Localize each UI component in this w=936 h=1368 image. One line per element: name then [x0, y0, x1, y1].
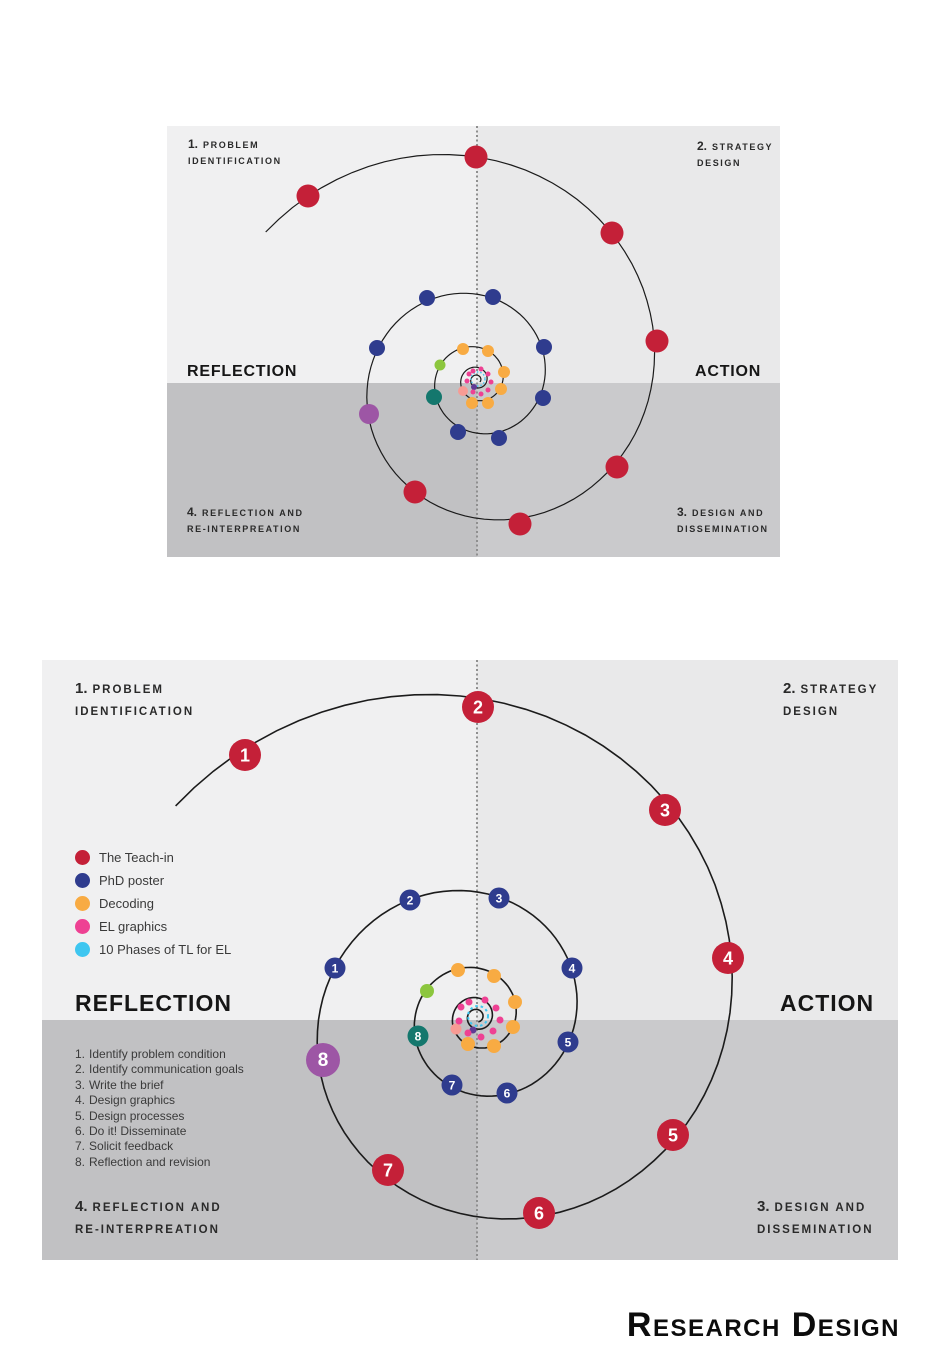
step-number: 8. — [75, 1154, 86, 1169]
step-item: 4.Design graphics — [75, 1093, 244, 1108]
quadrant-text: DESIGN — [783, 706, 840, 718]
legend-dot-red — [75, 850, 90, 865]
legend-item: 10 Phases of TL for EL — [75, 942, 231, 957]
legend-item: The Teach-in — [75, 850, 231, 865]
quadrant-text: REFLECTION AND — [92, 1202, 222, 1214]
spiral-diagram-small: 1. PROBLEM IDENTIFICATION 2. STRATEGY DESI… — [167, 126, 780, 557]
step-item: 1.Identify problem condition — [75, 1047, 244, 1062]
label-reflection-reinterpretation: 4. REFLECTION AND RE-INTERPREATION — [75, 1196, 222, 1241]
label-strategy-design: 2. STRATEGY DESIGN — [697, 138, 773, 171]
step-item: 5.Design processes — [75, 1109, 244, 1124]
axis-label-reflection: REFLECTION — [187, 363, 298, 380]
quadrant-text: DESIGN AND — [774, 1202, 867, 1214]
axis-label-action: ACTION — [695, 363, 762, 380]
quadrant-text: RE-INTERPREATION — [75, 1224, 220, 1236]
label-design-dissemination: 3. DESIGN AND DISSEMINATION — [757, 1196, 874, 1241]
quadrant-text: DISSEMINATION — [677, 524, 769, 534]
quadrant-text: REFLECTION AND — [202, 508, 304, 518]
quadrant-text: DESIGN — [697, 158, 742, 168]
legend-item: Decoding — [75, 896, 231, 911]
legend-label: Decoding — [99, 896, 154, 911]
step-text: Design graphics — [89, 1093, 176, 1108]
dashed-center-line — [476, 126, 478, 557]
step-item: 7.Solicit feedback — [75, 1139, 244, 1154]
quadrant-number: 4. — [75, 1198, 88, 1215]
step-number: 1. — [75, 1047, 86, 1061]
legend-dot-blue — [75, 873, 90, 888]
quadrant-text: IDENTIFICATION — [188, 156, 282, 166]
quadrant-number: 2. — [783, 680, 796, 697]
quadrant-text: IDENTIFICATION — [75, 706, 195, 718]
step-number: 4. — [75, 1093, 86, 1108]
legend-dot-pink — [75, 919, 90, 934]
quadrant-number: 2. — [697, 139, 708, 153]
label-strategy-design: 2. STRATEGY DESIGN — [783, 678, 878, 723]
axis-label-action: ACTION — [780, 990, 875, 1016]
step-number: 7. — [75, 1139, 86, 1154]
label-problem-identification: 1. PROBLEM IDENTIFICATION — [75, 678, 194, 723]
quadrant-number: 1. — [75, 680, 88, 697]
legend-dot-cyan — [75, 942, 90, 957]
quadrant-text: PROBLEM — [92, 684, 165, 696]
quadrant-text: STRATEGY — [712, 142, 774, 152]
quadrant-text: DESIGN AND — [692, 508, 765, 518]
quadrant-number: 3. — [757, 1198, 770, 1215]
step-text: Identify communication goals — [89, 1062, 244, 1077]
step-item: 6.Do it! Disseminate — [75, 1124, 244, 1139]
legend-label: The Teach-in — [99, 850, 174, 865]
dashed-center-line — [476, 660, 478, 1260]
legend-label: 10 Phases of TL for EL — [99, 942, 232, 957]
step-item: 8.Reflection and revision — [75, 1155, 244, 1170]
quadrant-number: 1. — [188, 137, 199, 151]
label-problem-identification: 1. PROBLEM IDENTIFICATION — [188, 136, 282, 169]
step-text: Do it! Disseminate — [89, 1124, 187, 1139]
quadrant-text: DISSEMINATION — [757, 1224, 874, 1236]
step-item: 3.Write the brief — [75, 1078, 244, 1093]
quadrant-text: STRATEGY — [800, 684, 879, 696]
legend-item: EL graphics — [75, 919, 231, 934]
legend-label: PhD poster — [99, 873, 165, 888]
label-reflection-reinterpretation: 4. REFLECTION AND RE-INTERPREATION — [187, 504, 304, 537]
label-design-dissemination: 3. DESIGN AND DISSEMINATION — [677, 504, 769, 537]
step-text: Solicit feedback — [89, 1139, 174, 1154]
legend-dot-orange — [75, 896, 90, 911]
spiral-diagram-large: 1. PROBLEM IDENTIFICATION 2. STRATEGY DESI… — [42, 660, 898, 1260]
step-number: 2. — [75, 1062, 86, 1077]
axis-label-reflection: REFLECTION — [75, 990, 232, 1016]
page-title: Research Design — [626, 1306, 900, 1344]
step-item: 2.Identify communication goals — [75, 1062, 244, 1077]
legend-label: EL graphics — [99, 919, 168, 934]
quadrant-number: 4. — [187, 505, 198, 519]
step-number: 3. — [75, 1077, 86, 1092]
step-number: 5. — [75, 1108, 86, 1123]
step-text: Write the brief — [89, 1077, 164, 1092]
step-text: Identify problem condition — [89, 1047, 226, 1061]
quadrant-text: RE-INTERPREATION — [187, 524, 301, 534]
quadrant-text: PROBLEM — [203, 140, 260, 150]
quadrant-number: 3. — [677, 505, 688, 519]
legend-item: PhD poster — [75, 873, 231, 888]
step-text: Design processes — [89, 1108, 185, 1123]
step-number: 6. — [75, 1124, 86, 1139]
step-text: Reflection and revision — [89, 1154, 211, 1169]
